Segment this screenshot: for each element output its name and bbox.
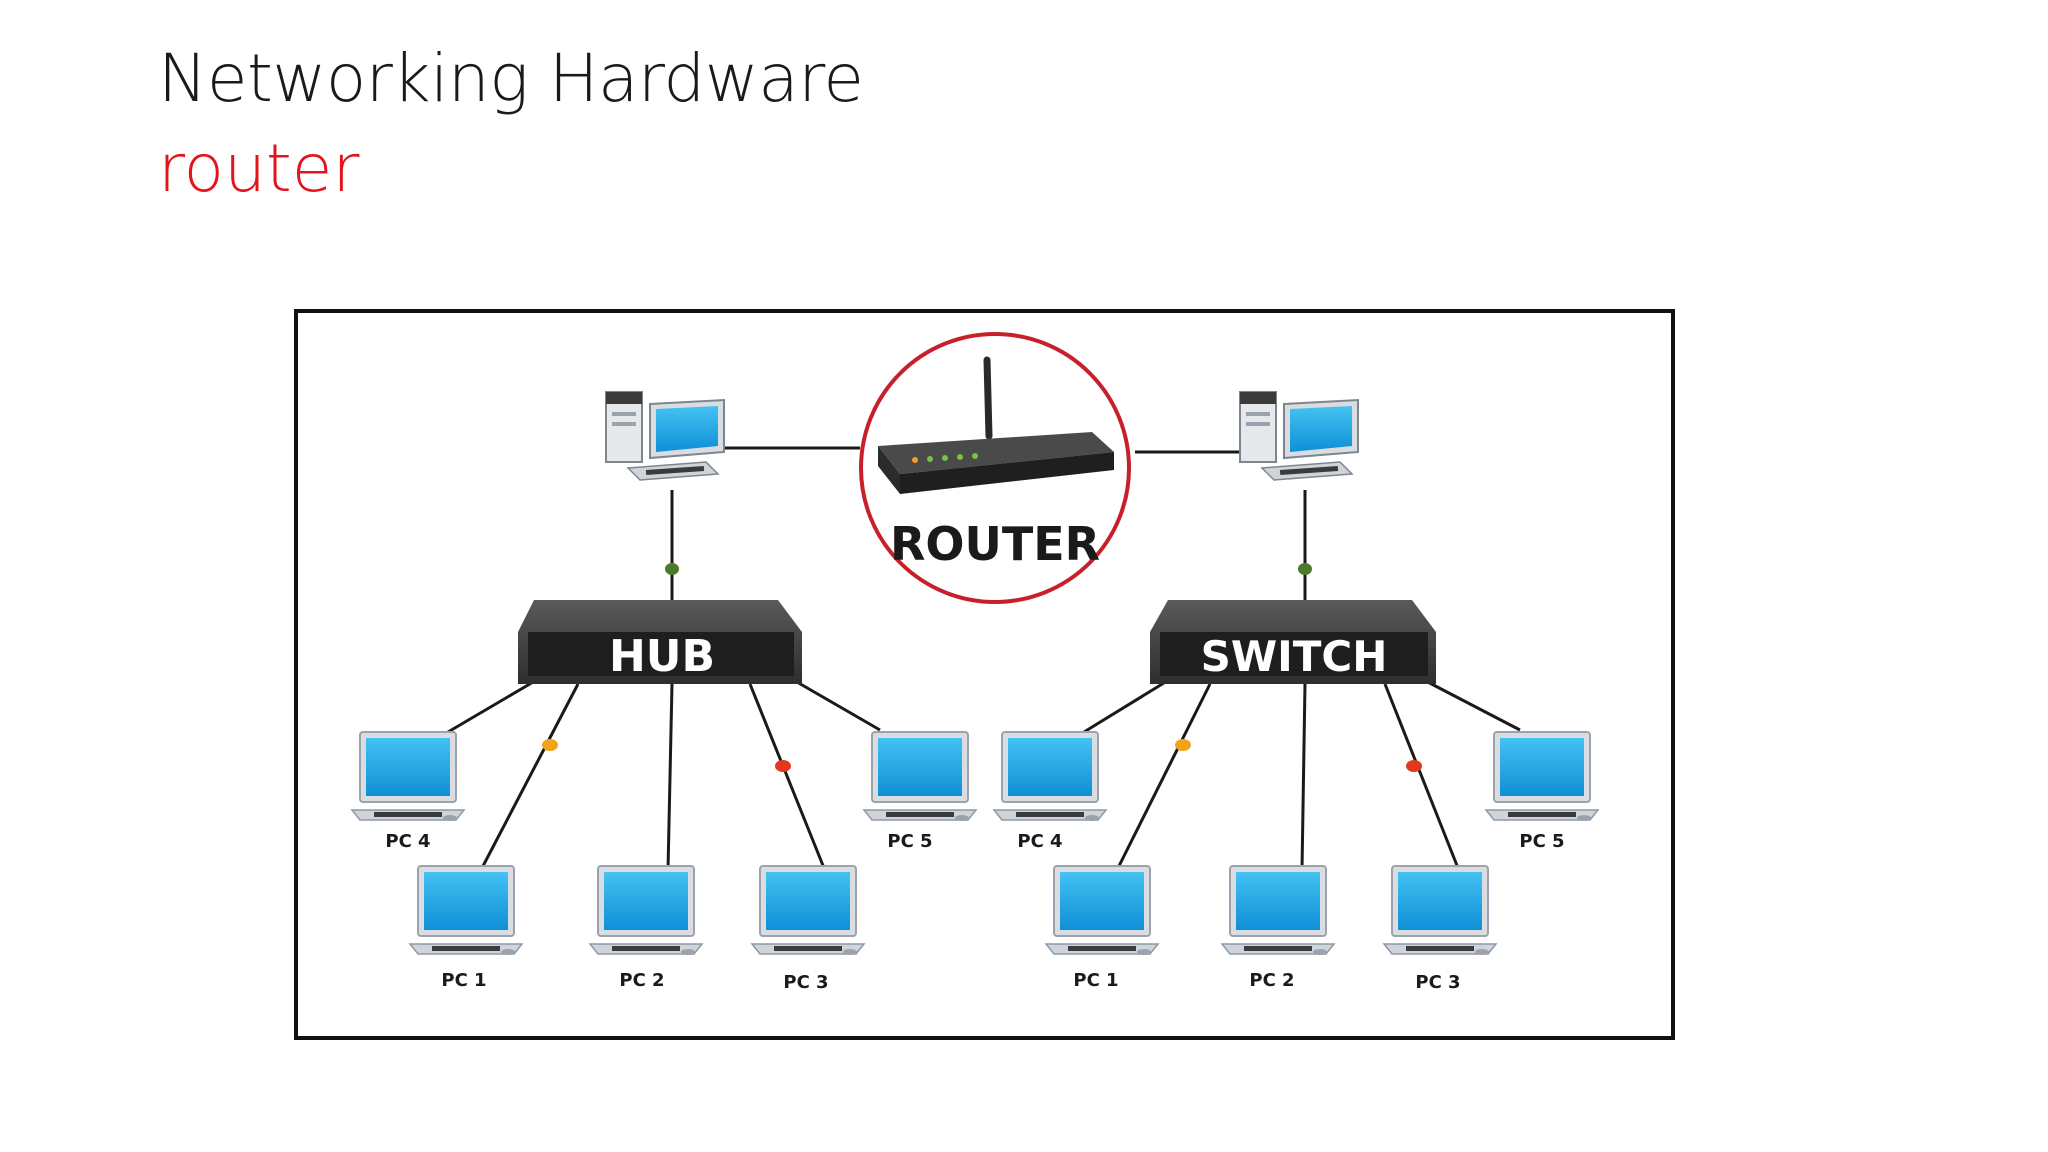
switch-links [1083,676,1521,871]
link-dot-red [775,760,791,772]
hub-pc-4: PC 4 [351,731,465,852]
link-dot-yellow [1175,739,1191,751]
hub-node: HUB [518,600,802,684]
router-icon [878,356,1114,494]
switch-pc-2: PC 2 [1221,865,1335,991]
link-dot-red [1406,760,1422,772]
link-dot-green [1298,563,1312,575]
hub-label: HUB [609,631,715,682]
hub-pc-1: PC 1 [409,865,523,991]
hub-pc-5: PC 5 [863,731,977,852]
hub-links [447,676,881,871]
switch-node: SWITCH [1150,600,1436,684]
pc-label: PC 3 [1415,972,1460,993]
switch-pc-3: PC 3 [1383,865,1497,993]
pc-label: PC 2 [619,970,664,991]
switch-pc-4: PC 4 [993,731,1107,852]
switch-pc-1: PC 1 [1045,865,1159,991]
link-dot-yellow [542,739,558,751]
link-dot-green [665,563,679,575]
router-label: ROUTER [890,517,1100,571]
switch-pc-5: PC 5 [1485,731,1599,852]
pc-label: PC 4 [385,831,430,852]
pc-label: PC 5 [887,831,932,852]
slide-title: Networking Hardware [158,40,864,117]
pc-label: PC 2 [1249,970,1294,991]
pc-label: PC 1 [441,970,486,991]
hub-pc-3: PC 3 [751,865,865,993]
router-node: ROUTER [859,332,1131,604]
slide-subtitle: router [158,130,360,207]
pc-label: PC 5 [1519,831,1564,852]
pc-label: PC 3 [783,972,828,993]
hub-pc-2: PC 2 [589,865,703,991]
pc-label: PC 4 [1017,831,1062,852]
pc-label: PC 1 [1073,970,1118,991]
switch-label: SWITCH [1201,632,1388,681]
